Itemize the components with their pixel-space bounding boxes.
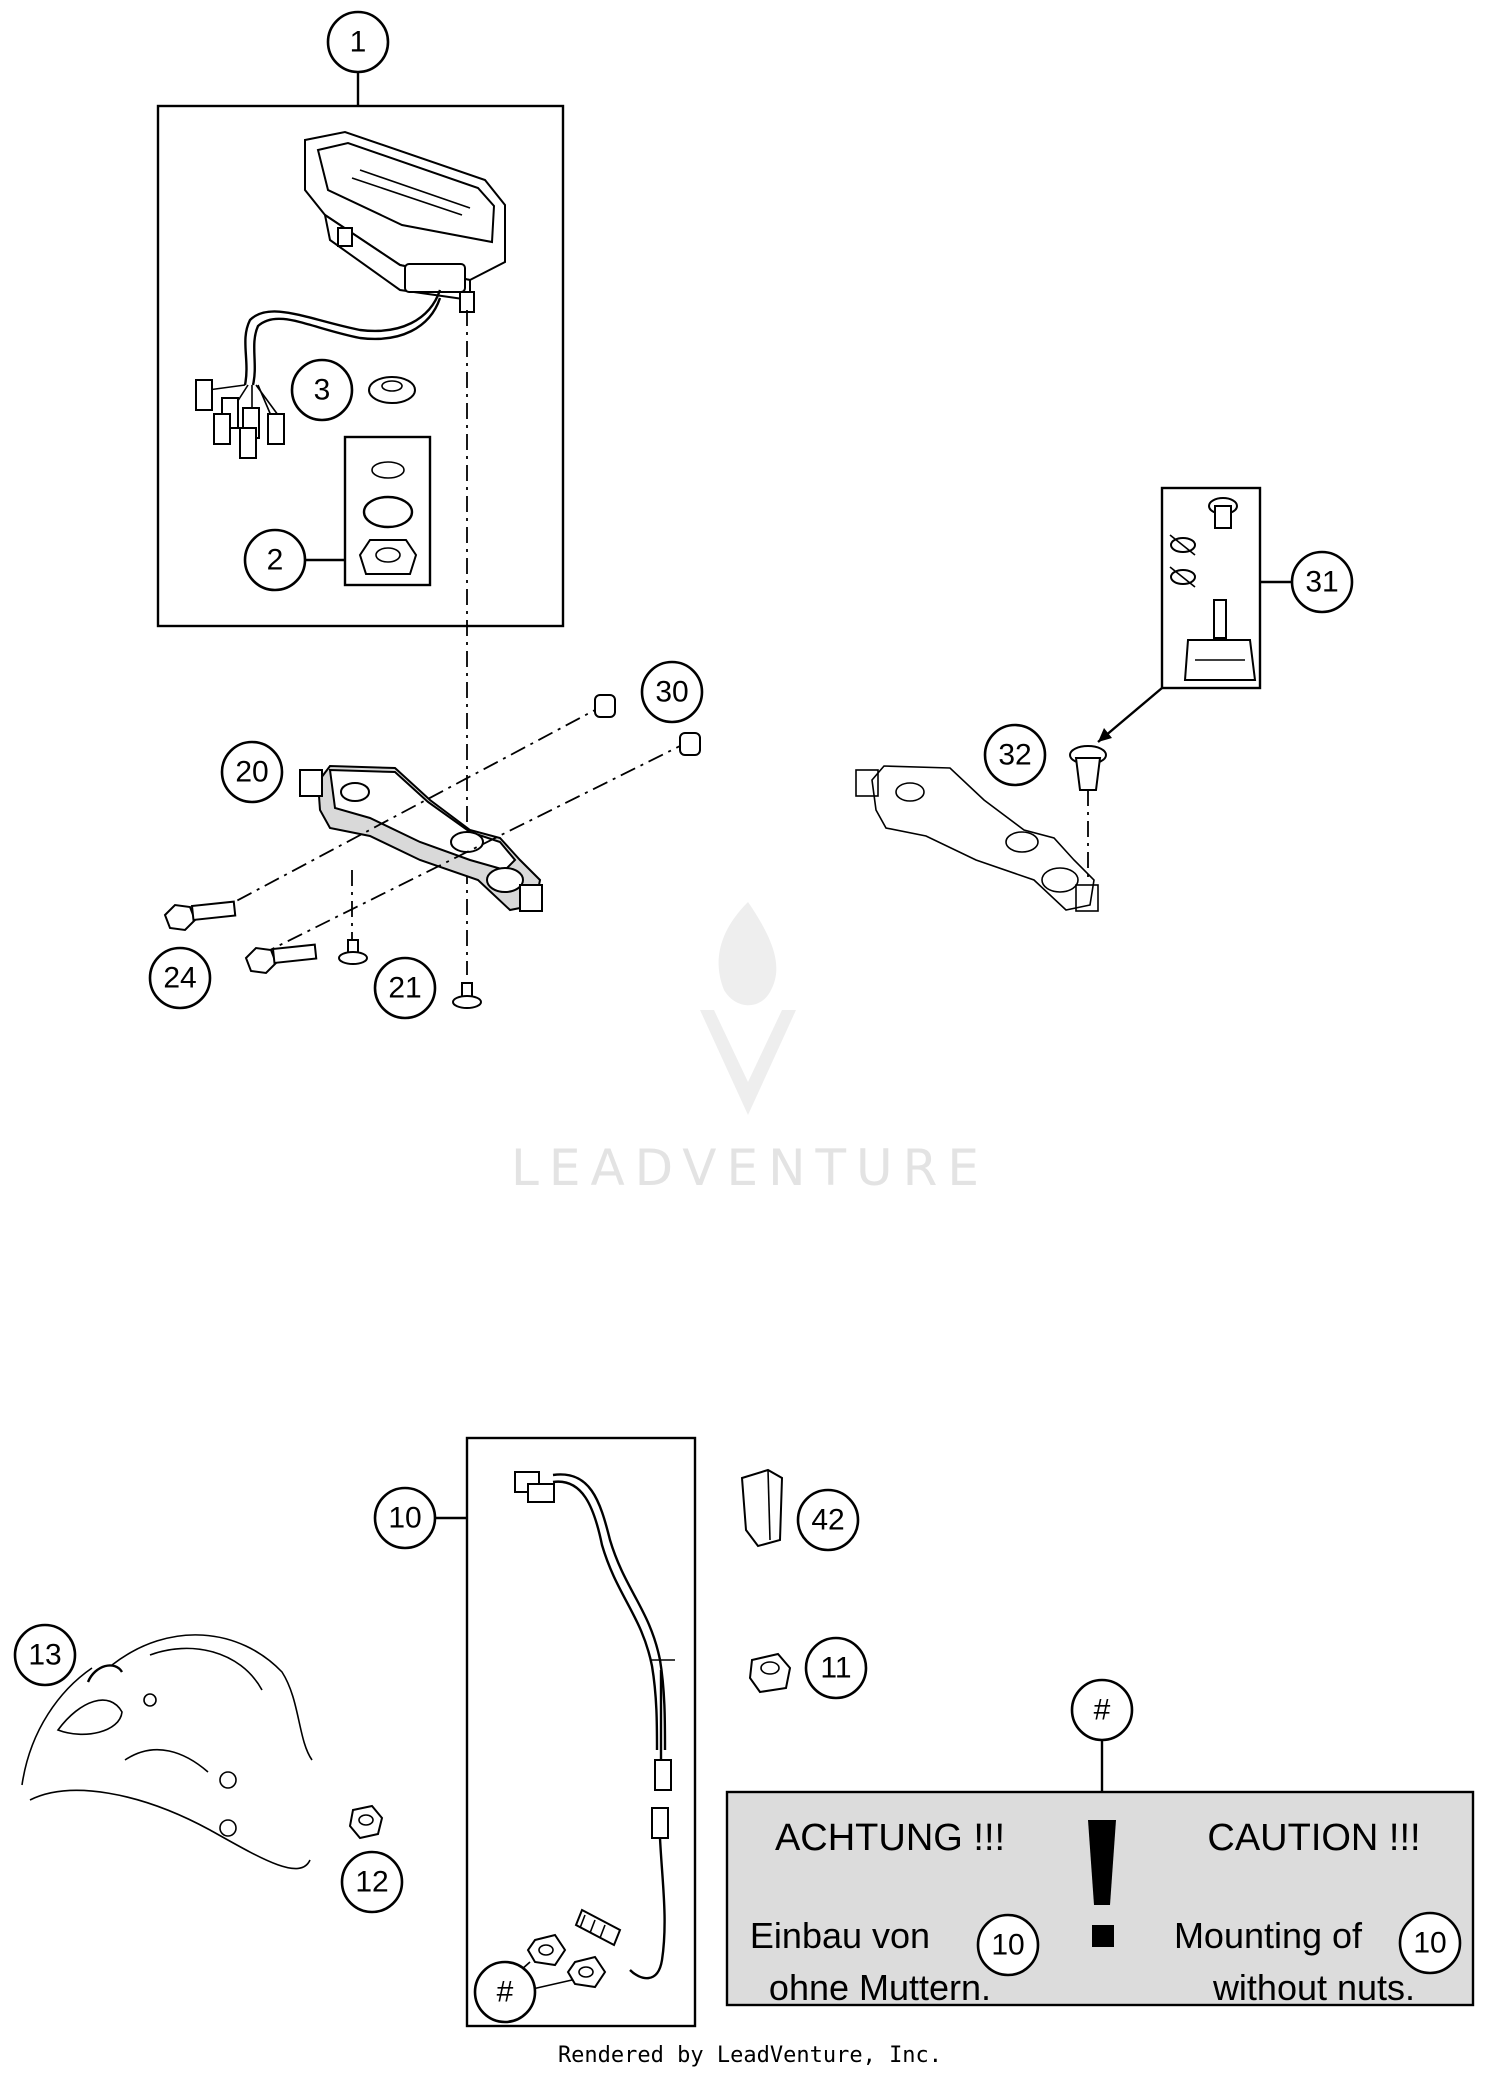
svg-text:3: 3 xyxy=(314,374,331,407)
caution-line1-de: Einbau von xyxy=(750,1915,930,1956)
kit-box-1 xyxy=(156,104,565,628)
caution-title-en: CAUTION !!! xyxy=(1207,1817,1420,1859)
kit-box-10 xyxy=(465,1436,697,2028)
callout-hash-top: # xyxy=(1070,1678,1134,1742)
svg-text:10: 10 xyxy=(388,1502,421,1535)
svg-text:10: 10 xyxy=(1413,1927,1446,1960)
callout-12: 12 xyxy=(340,1850,404,1914)
cap-part-3 xyxy=(368,376,416,404)
callout-31: 31 xyxy=(1290,550,1354,614)
housing-outline xyxy=(21,1634,313,1870)
screw-part-21-b xyxy=(452,982,482,1009)
fastener-kit-group xyxy=(855,486,1292,912)
callout-11: 11 xyxy=(804,1636,868,1700)
svg-text:20: 20 xyxy=(235,756,268,789)
sensor-cable-group xyxy=(435,1436,697,2028)
circlip-part-13 xyxy=(86,1664,124,1683)
svg-text:30: 30 xyxy=(655,676,688,709)
callout-3: 3 xyxy=(290,358,354,422)
callout-24: 24 xyxy=(148,946,212,1010)
watermark-text: LEADVENTURE xyxy=(511,1139,989,1197)
leadventure-flame-logo-icon xyxy=(700,902,796,1115)
svg-text:10: 10 xyxy=(991,1929,1024,1962)
svg-text:12: 12 xyxy=(355,1866,388,1899)
nut-b xyxy=(566,1955,607,1989)
bushing-part-12 xyxy=(348,1804,384,1840)
footer-credit: Rendered by LeadVenture, Inc. xyxy=(558,2043,942,2068)
bolt-axis-a xyxy=(209,709,596,916)
svg-text:21: 21 xyxy=(388,972,421,1005)
sensor-cable xyxy=(514,1471,675,1980)
mounting-bracket-group xyxy=(163,694,701,1009)
grommet-part-32 xyxy=(1069,745,1107,791)
callout-30: 30 xyxy=(640,660,704,724)
callout-32: 32 xyxy=(983,723,1047,787)
callout-hash-bottom: # xyxy=(473,1960,537,2024)
washers-part-31 xyxy=(1169,534,1196,588)
callout-caution-en-10: 10 xyxy=(1398,1911,1462,1975)
bolt-part-24-b xyxy=(244,943,318,975)
callout-2: 2 xyxy=(243,528,307,592)
screw-part-21-a xyxy=(338,939,368,965)
spacer-part-30-b xyxy=(679,732,701,756)
svg-text:24: 24 xyxy=(163,962,196,995)
kit-box-31 xyxy=(1160,486,1262,690)
svg-text:1: 1 xyxy=(350,26,367,59)
bolt-part-24-a xyxy=(163,900,237,932)
clip-part-42 xyxy=(740,1468,784,1548)
caution-panel: ACHTUNG !!! CAUTION !!! Einbau von ohne … xyxy=(725,1740,1475,2008)
callout-10: 10 xyxy=(373,1486,437,1550)
wiring-harness xyxy=(195,289,442,459)
svg-text:#: # xyxy=(497,1976,514,2009)
callout-21: 21 xyxy=(373,956,437,1020)
callout-42: 42 xyxy=(796,1488,860,1552)
spacer-part-30-a xyxy=(594,694,616,718)
cable-holder-part-11 xyxy=(748,1652,792,1694)
o-ring-small xyxy=(371,461,405,479)
svg-text:13: 13 xyxy=(28,1639,61,1672)
callout-13: 13 xyxy=(13,1623,77,1687)
bolt-part-31 xyxy=(1208,497,1238,529)
svg-text:32: 32 xyxy=(998,739,1031,772)
kit-box-2 xyxy=(343,435,432,587)
watermark: LEADVENTURE xyxy=(511,902,989,1197)
callout-1: 1 xyxy=(326,10,390,74)
nut-a xyxy=(526,1933,567,1967)
callout-20: 20 xyxy=(220,740,284,804)
nut-part-2 xyxy=(358,539,418,575)
stud-part-31 xyxy=(1183,599,1257,681)
o-ring-large xyxy=(362,495,414,529)
svg-text:42: 42 xyxy=(811,1504,844,1537)
svg-text:#: # xyxy=(1094,1694,1111,1727)
svg-text:31: 31 xyxy=(1305,566,1338,599)
caution-line1-en: Mounting of xyxy=(1174,1915,1363,1956)
caution-line2-de: ohne Muttern. xyxy=(769,1967,991,2008)
exclamation-icon xyxy=(1088,1820,1116,1947)
caution-title-de: ACHTUNG !!! xyxy=(775,1817,1005,1859)
instrument-cluster-group xyxy=(156,72,565,975)
callout-caution-de-10: 10 xyxy=(976,1913,1040,1977)
dashboard-display xyxy=(304,130,506,313)
svg-text:2: 2 xyxy=(267,544,284,577)
bracket-outline-right xyxy=(855,765,1099,912)
svg-text:11: 11 xyxy=(820,1652,851,1685)
caution-line2-en: without nuts. xyxy=(1212,1967,1415,2008)
